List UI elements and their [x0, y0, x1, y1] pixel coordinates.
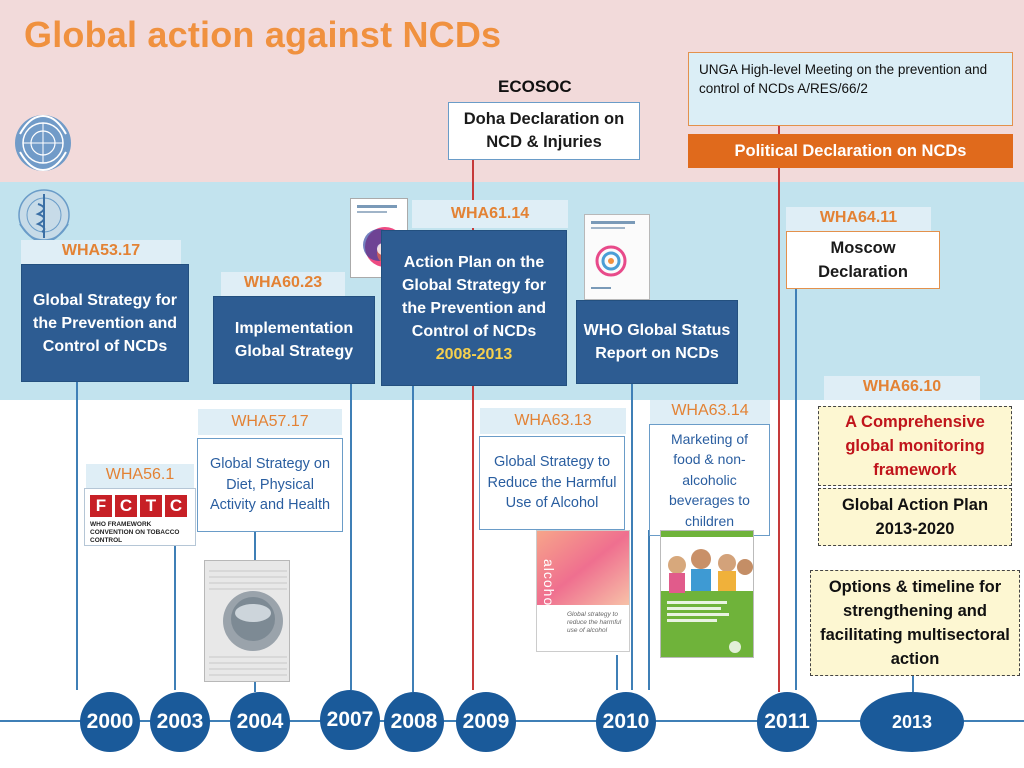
alcohol-cover-caption: Global strategy to reduce the harmful us…	[567, 611, 622, 634]
connector-2010-b	[648, 530, 650, 690]
year-2013: 2013	[860, 692, 964, 752]
connector-2000	[76, 380, 78, 690]
connector-2004-b	[254, 682, 256, 692]
connector-2003	[174, 545, 176, 690]
wha63-13-text: Global Strategy to Reduce the Harmful Us…	[487, 454, 617, 512]
wha63-14-tag: WHA63.14	[650, 400, 770, 424]
wha63-14-text: Marketing of food & non-alcoholic bevera…	[669, 430, 750, 529]
wha57-tag: WHA57.17	[198, 409, 342, 435]
doha-declaration-box: Doha Declaration on NCD & Injuries	[448, 102, 640, 160]
fctc-logo: F C T C WHO FRAMEWORK CONVENTION ON TOBA…	[84, 488, 196, 546]
connector-2013	[912, 676, 914, 692]
wha63-13-box: Global Strategy to Reduce the Harmful Us…	[479, 436, 625, 530]
year-2000: 2000	[80, 692, 140, 752]
marketing-recommendations-cover	[660, 530, 754, 658]
fctc-letter: C	[165, 495, 187, 517]
connector-2011-blue	[795, 288, 797, 690]
alcohol-strategy-cover: alcohol Global strategy to reduce the ha…	[536, 530, 630, 652]
political-declaration-banner: Political Declaration on NCDs	[688, 134, 1013, 168]
connector-2008	[412, 386, 414, 692]
multisectoral-options-box: Options & timeline for strengthening and…	[810, 570, 1020, 676]
political-declaration-text: Political Declaration on NCDs	[734, 141, 967, 160]
wha53-tag: WHA53.17	[21, 240, 181, 264]
monitoring-framework-text: A Comprehensive global monitoring framew…	[845, 413, 985, 479]
year-2008: 2008	[384, 692, 444, 752]
fctc-caption: WHO FRAMEWORK CONVENTION ON TOBACCO CONT…	[90, 521, 180, 544]
moscow-declaration-box: Moscow Declaration	[786, 231, 940, 289]
ecosoc-label: ECOSOC	[498, 77, 572, 96]
connector-2004	[254, 530, 256, 560]
connector-2007	[350, 384, 352, 690]
wha61-years: 2008-2013	[435, 345, 513, 363]
fctc-letters: F C T C	[90, 495, 190, 517]
multisectoral-options-text: Options & timeline for strengthening and…	[820, 578, 1010, 668]
wha60-tag: WHA60.23	[221, 272, 345, 296]
wha60-text: Implementation Global Strategy	[234, 320, 354, 360]
unga-text: UNGA High-level Meeting on the preventio…	[699, 62, 988, 96]
global-action-plan-text: Global Action Plan 2013-2020	[841, 496, 989, 538]
alcohol-cover-side-text: alcohol	[541, 559, 557, 611]
wha57-text: Global Strategy on Diet, Physical Activi…	[209, 456, 331, 514]
fctc-letter: T	[140, 495, 162, 517]
connector-2010-a	[631, 384, 633, 690]
moscow-declaration-text: Moscow Declaration	[818, 239, 908, 281]
diet-strategy-cover	[204, 560, 290, 682]
unga-box: UNGA High-level Meeting on the preventio…	[688, 52, 1013, 126]
wha56-tag: WHA56.1	[86, 464, 194, 488]
page-title: Global action against NCDs	[24, 14, 502, 55]
wha66-tag: WHA66.10	[824, 376, 980, 400]
wha61-text: Action Plan on the Global Strategy for t…	[401, 253, 547, 340]
connector-2010-c	[616, 655, 618, 690]
wha64-tag: WHA64.11	[786, 207, 931, 231]
year-2009: 2009	[456, 692, 516, 752]
fctc-letter: C	[115, 495, 137, 517]
doha-declaration-text: Doha Declaration on NCD & Injuries	[463, 110, 625, 151]
un-emblem-icon	[12, 112, 74, 174]
year-2011: 2011	[757, 692, 817, 752]
year-2003: 2003	[150, 692, 210, 752]
wha60-box: Implementation Global Strategy	[213, 296, 375, 384]
year-2010: 2010	[596, 692, 656, 752]
global-status-text: WHO Global Status Report on NCDs	[583, 322, 731, 362]
connector-2009-red	[472, 160, 474, 690]
connector-2011-red	[778, 52, 780, 692]
wha57-box: Global Strategy on Diet, Physical Activi…	[197, 438, 343, 532]
year-2007: 2007	[320, 690, 380, 750]
wha61-tag: WHA61.14	[412, 200, 568, 228]
year-2004: 2004	[230, 692, 290, 752]
global-status-box: WHO Global Status Report on NCDs	[576, 300, 738, 384]
wha53-box: Global Strategy for the Prevention and C…	[21, 264, 189, 382]
wha63-14-box: Marketing of food & non-alcoholic bevera…	[649, 424, 770, 536]
who-emblem-icon	[14, 188, 74, 244]
wha61-box: Action Plan on the Global Strategy for t…	[381, 230, 567, 386]
global-action-plan-box: Global Action Plan 2013-2020	[818, 488, 1012, 546]
wha53-text: Global Strategy for the Prevention and C…	[32, 291, 178, 355]
fctc-letter: F	[90, 495, 112, 517]
monitoring-framework-box: A Comprehensive global monitoring framew…	[818, 406, 1012, 486]
global-status-report-cover	[584, 214, 650, 300]
wha63-13-tag: WHA63.13	[480, 408, 626, 434]
